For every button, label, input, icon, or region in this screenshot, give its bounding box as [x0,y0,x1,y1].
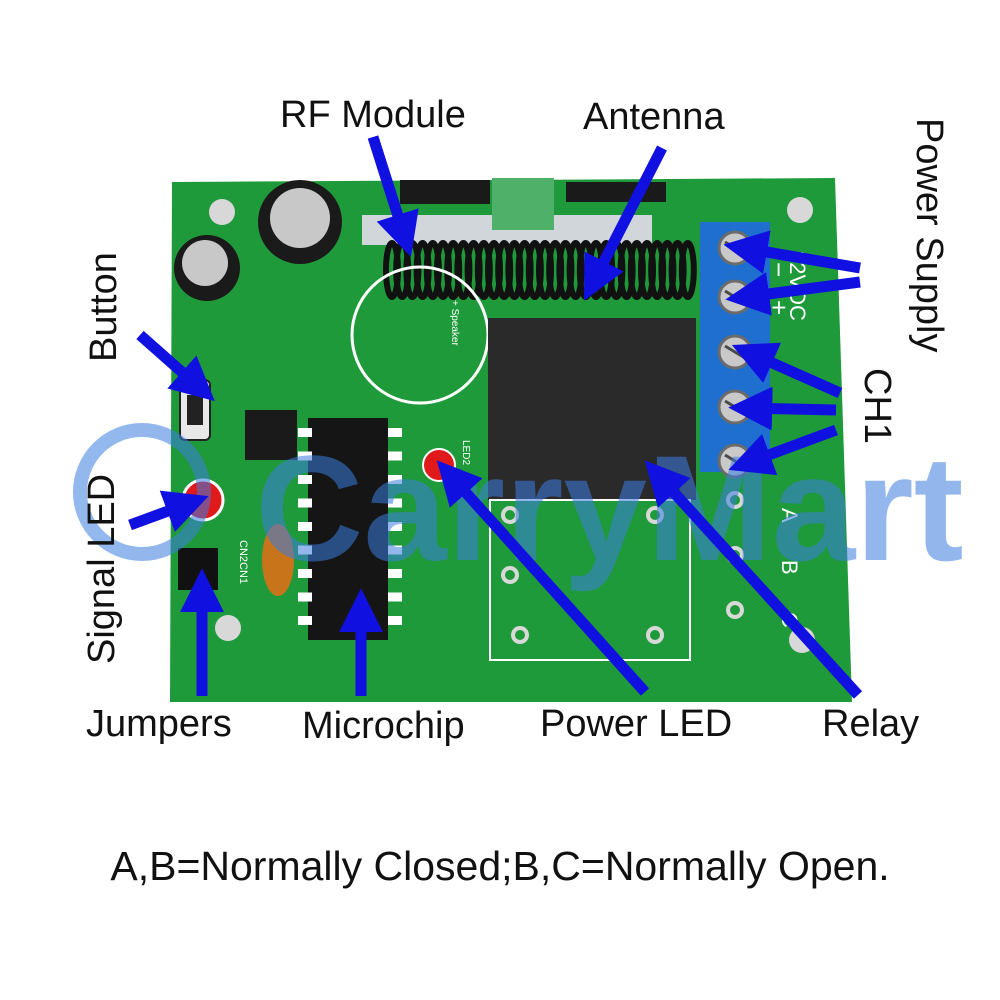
arrow-ch1-b [728,386,837,431]
label-ch1: CH1 [856,368,898,445]
label-microchip: Microchip [302,705,465,747]
microchip-pin [298,428,312,437]
microchip-pin [388,545,402,555]
arrow-ch1-a [731,342,843,399]
terminal-marking-b: B [777,560,802,575]
microchip-pin [388,475,402,484]
terminal-marking-minus: − [764,262,794,277]
microchip-pin [298,592,312,602]
microchip-pin [298,545,312,555]
watermark-text: CarryMart [255,424,964,592]
microchip-pin [388,428,402,437]
relay-pads [501,506,664,644]
microchip-pin [388,616,402,625]
terminal-marking-a: A [777,508,802,523]
watermark: CarryMart [73,423,964,592]
power-led-marking: LED2 [460,440,471,465]
arrow-power-supply-2 [725,272,861,316]
caption: A,B=Normally Closed;B,C=Normally Open. [110,843,890,889]
arrow-button [136,330,215,402]
arrow-relay [644,460,863,699]
electrolytic-capacitor-top [270,188,330,248]
arrow-signal-led [128,490,209,532]
callout-arrows [128,135,863,699]
arrow-rf-module [367,135,419,257]
label-relay: Relay [822,703,920,745]
microchip-pin [298,498,312,508]
label-rf-module: RF Module [280,94,466,136]
label-power-led: Power LED [540,703,733,745]
speaker-marking: + Speaker [449,300,460,347]
microchip-pin [298,475,312,484]
mounting-hole [215,615,241,641]
mounting-hole [787,197,813,223]
rf-module-header [400,180,490,204]
microchip-pin [388,498,402,508]
microchip-pin [298,522,312,531]
ceramic-capacitor [262,524,294,596]
microchip-pin [298,616,312,625]
antenna-coil-turn [678,240,697,300]
relay-pad-area [489,499,691,661]
jumpers [178,548,218,590]
arrow-power-supply-1 [723,230,861,274]
arrow-antenna [583,145,667,301]
microchip-pin [388,592,402,602]
microchip-pin [388,451,402,461]
microchip-pin [298,569,312,578]
arrow-power-led [436,460,650,696]
rf-module-header-right [566,182,666,202]
mounting-hole [209,199,235,225]
label-signal-led: Signal LED [81,473,123,664]
electrolytic-capacitor-top [182,240,228,286]
microchip-pin [298,451,312,461]
microchip-pins [298,428,402,625]
jumper-marking: CN2CN1 [237,540,249,584]
arrow-ch1-c [728,424,838,476]
rf-module-chip [492,178,554,230]
microchip-pin [388,522,402,531]
small-ic [245,410,297,460]
button-actuator [187,395,203,425]
terminal-marking-plus: + [764,300,794,315]
label-button: Button [83,252,125,362]
label-power-supply: Power Supply [908,118,950,353]
label-antenna: Antenna [583,96,725,138]
microchip-pin [388,569,402,578]
label-jumpers: Jumpers [86,703,232,745]
